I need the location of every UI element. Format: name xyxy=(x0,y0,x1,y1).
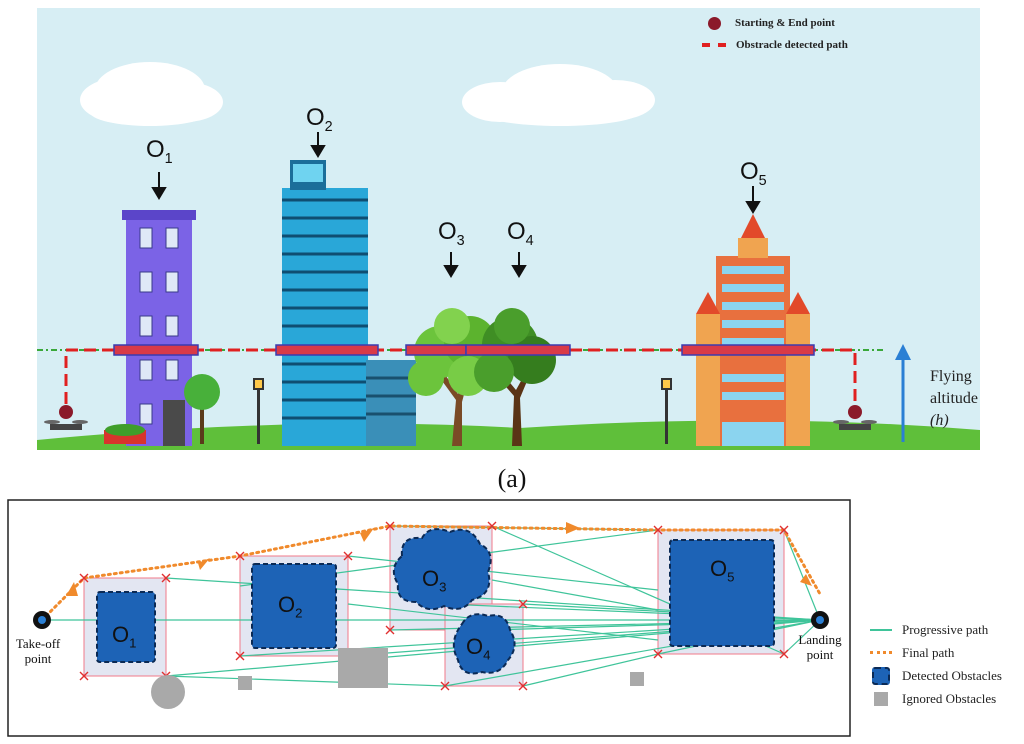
legend-ignored: Ignored Obstacles xyxy=(870,687,1002,710)
label-o3-top: O3 xyxy=(438,218,465,249)
lamp-left xyxy=(253,378,264,444)
altitude-arrow xyxy=(895,344,911,442)
obstacle-o4-shape xyxy=(452,613,516,675)
obstacle-o3-shape xyxy=(392,528,492,611)
obstacle-o2-shape xyxy=(251,563,337,649)
tree-small xyxy=(184,374,220,444)
legend-start-end-label: Starting & End point xyxy=(735,17,835,29)
panel-b-legend: Progressive path Final path Detected Obs… xyxy=(870,618,1002,710)
legend-detected: Detected Obstacles xyxy=(870,664,1002,687)
cloud-right xyxy=(462,64,655,126)
legend-detected-label: Detected Obstacles xyxy=(902,667,1002,683)
legend-progressive-label: Progressive path xyxy=(902,621,989,637)
label-o5-plan: O5 xyxy=(710,556,735,585)
ignored-obstacles xyxy=(151,648,644,709)
legend-final-label: Final path xyxy=(902,644,955,660)
legend-start-end: Starting & End point xyxy=(702,12,848,34)
legend-final: Final path xyxy=(870,641,1002,664)
legend-obstacle-path-label: Obstracle detected path xyxy=(736,39,848,51)
label-o1-plan: O1 xyxy=(112,622,137,651)
drone-end xyxy=(833,405,877,430)
label-o5-top: O5 xyxy=(740,158,767,189)
panel-a-legend: Starting & End point Obstracle detected … xyxy=(702,12,848,56)
obstacle-o1-shape xyxy=(96,591,156,663)
progressive-path-icon xyxy=(870,628,892,631)
ignored-obstacle-icon xyxy=(870,691,892,706)
panel-b-diagram xyxy=(7,499,851,737)
legend-obstacle-path: Obstracle detected path xyxy=(702,34,848,56)
flying-altitude-label: Flying altitude (h) xyxy=(930,366,978,432)
drone-start xyxy=(44,405,88,430)
panel-caption: (a) xyxy=(497,464,527,493)
dashed-path-icon xyxy=(702,43,726,47)
altitude-line2: altitude xyxy=(930,390,978,407)
takeoff-point-marker xyxy=(33,611,51,629)
obstacle-detected-path xyxy=(64,348,857,404)
label-o1-top: O1 xyxy=(146,136,173,167)
detected-obstacle-icon xyxy=(870,666,892,685)
altitude-line1: Flying xyxy=(930,368,972,385)
final-path-icon xyxy=(870,651,892,654)
legend-progressive: Progressive path xyxy=(870,618,1002,641)
label-o2-plan: O2 xyxy=(278,592,303,621)
label-o4-top: O4 xyxy=(507,218,534,249)
building-o1 xyxy=(122,210,196,446)
label-o3-plan: O3 xyxy=(422,566,447,595)
panel-a-scene xyxy=(37,8,980,450)
building-o2 xyxy=(282,160,416,446)
detected-obstacles xyxy=(96,528,775,675)
start-end-dot-icon xyxy=(708,16,721,30)
cloud-left xyxy=(80,62,223,126)
landing-point-marker xyxy=(811,611,829,629)
altitude-symbol: (h) xyxy=(930,412,949,429)
label-o2-top: O2 xyxy=(306,104,333,135)
label-o4-plan: O4 xyxy=(466,634,491,663)
legend-ignored-label: Ignored Obstacles xyxy=(902,690,997,706)
obstacle-segments xyxy=(113,344,815,356)
lamp-right xyxy=(661,378,672,444)
obstacle-arrows xyxy=(151,132,761,278)
obstacle-o5-shape xyxy=(669,539,775,647)
